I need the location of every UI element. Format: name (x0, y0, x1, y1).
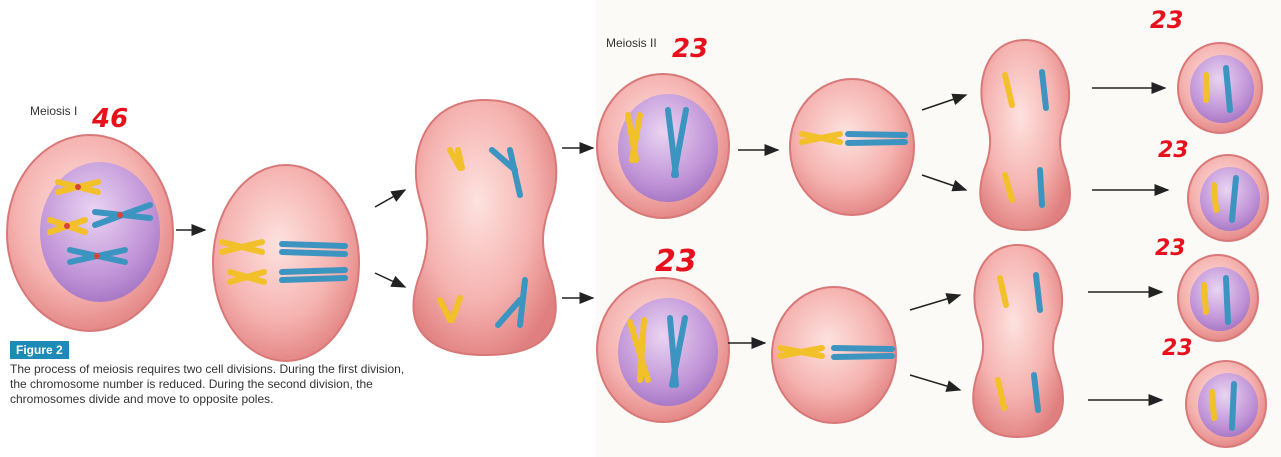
handwritten-count-meiosis-ii-top: 23 (672, 34, 708, 64)
arrow (375, 273, 405, 287)
handwritten-count-daughter-4: 23 (1162, 336, 1193, 361)
cell-metaphase-ii-top (790, 79, 914, 215)
handwritten-count-daughter-2: 23 (1158, 138, 1189, 163)
meiosis-ii-label: Meiosis II (606, 36, 657, 50)
daughter-cell-1 (1178, 43, 1262, 133)
daughter-cell-3 (1178, 255, 1258, 341)
arrow (375, 190, 405, 207)
daughter-cell-2 (1188, 155, 1268, 241)
handwritten-count-46: 46 (92, 104, 128, 134)
arrow (922, 175, 966, 190)
handwritten-count-daughter-3: 23 (1155, 236, 1186, 261)
meiosis-i-label: Meiosis I (30, 104, 77, 118)
cell-meiosis-i-metaphase (213, 165, 359, 361)
handwritten-count-daughter-1: 23 (1150, 6, 1183, 34)
cell-telophase-ii-bottom (973, 245, 1063, 437)
cell-metaphase-ii-bottom (772, 287, 896, 423)
cell-meiosis-i-start (7, 135, 173, 331)
cell-telophase-ii-top (980, 40, 1070, 230)
handwritten-count-meiosis-ii-bottom: 23 (655, 244, 697, 279)
arrow (910, 375, 960, 390)
cell-meiosis-ii-top (597, 74, 729, 218)
daughter-cell-4 (1186, 361, 1266, 447)
cell-meiosis-ii-bottom (597, 278, 729, 422)
figure-badge: Figure 2 (10, 341, 69, 359)
cell-meiosis-i-telophase (414, 100, 557, 355)
arrow (922, 95, 966, 110)
arrow (910, 295, 960, 310)
figure-caption: The process of meiosis requires two cell… (10, 362, 410, 407)
